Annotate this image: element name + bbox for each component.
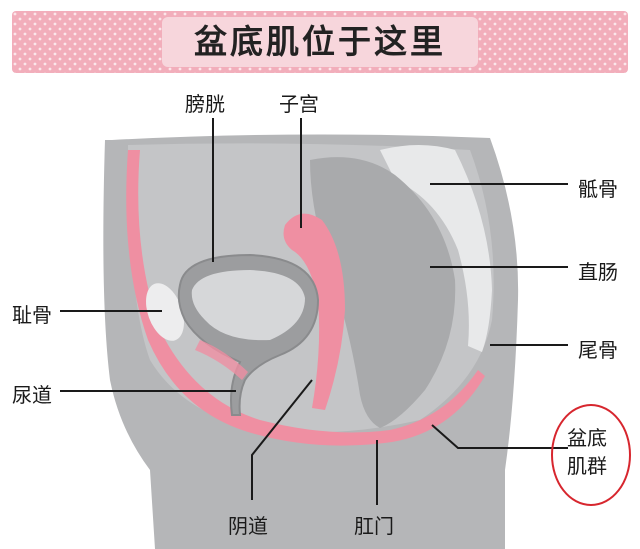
label-urethra: 尿道 bbox=[12, 383, 52, 407]
uterus bbox=[283, 213, 345, 410]
label-rectum: 直肠 bbox=[578, 260, 618, 284]
label-pelvic-floor-line1: 盆底 bbox=[567, 426, 607, 450]
label-uterus: 子宫 bbox=[279, 92, 319, 116]
banner-background bbox=[12, 11, 628, 73]
label-pelvic-floor-line2: 肌群 bbox=[567, 454, 607, 478]
leader-vagina bbox=[251, 379, 313, 500]
bladder-interior bbox=[191, 270, 305, 341]
label-sacrum: 骶骨 bbox=[578, 177, 618, 201]
pelvic-floor-muscle bbox=[126, 150, 485, 446]
label-pelvic-floor-muscles: 盆底 肌群 bbox=[567, 424, 627, 480]
page-title: 盆底肌位于这里 bbox=[194, 22, 446, 61]
rectum bbox=[310, 157, 456, 428]
label-anus: 肛门 bbox=[354, 514, 394, 538]
sacrum-bone bbox=[380, 145, 492, 352]
label-vagina: 阴道 bbox=[228, 514, 268, 538]
label-pubic-bone: 耻骨 bbox=[12, 303, 52, 327]
label-coccyx: 尾骨 bbox=[578, 338, 618, 362]
title-banner: 盆底肌位于这里 bbox=[12, 11, 628, 73]
urethral-sphincter bbox=[195, 340, 248, 380]
pelvic-floor-highlight-circle bbox=[551, 404, 631, 506]
pubic-bone bbox=[146, 283, 184, 341]
leader-pelvic-floor bbox=[431, 424, 568, 449]
label-bladder: 膀胱 bbox=[185, 92, 225, 116]
